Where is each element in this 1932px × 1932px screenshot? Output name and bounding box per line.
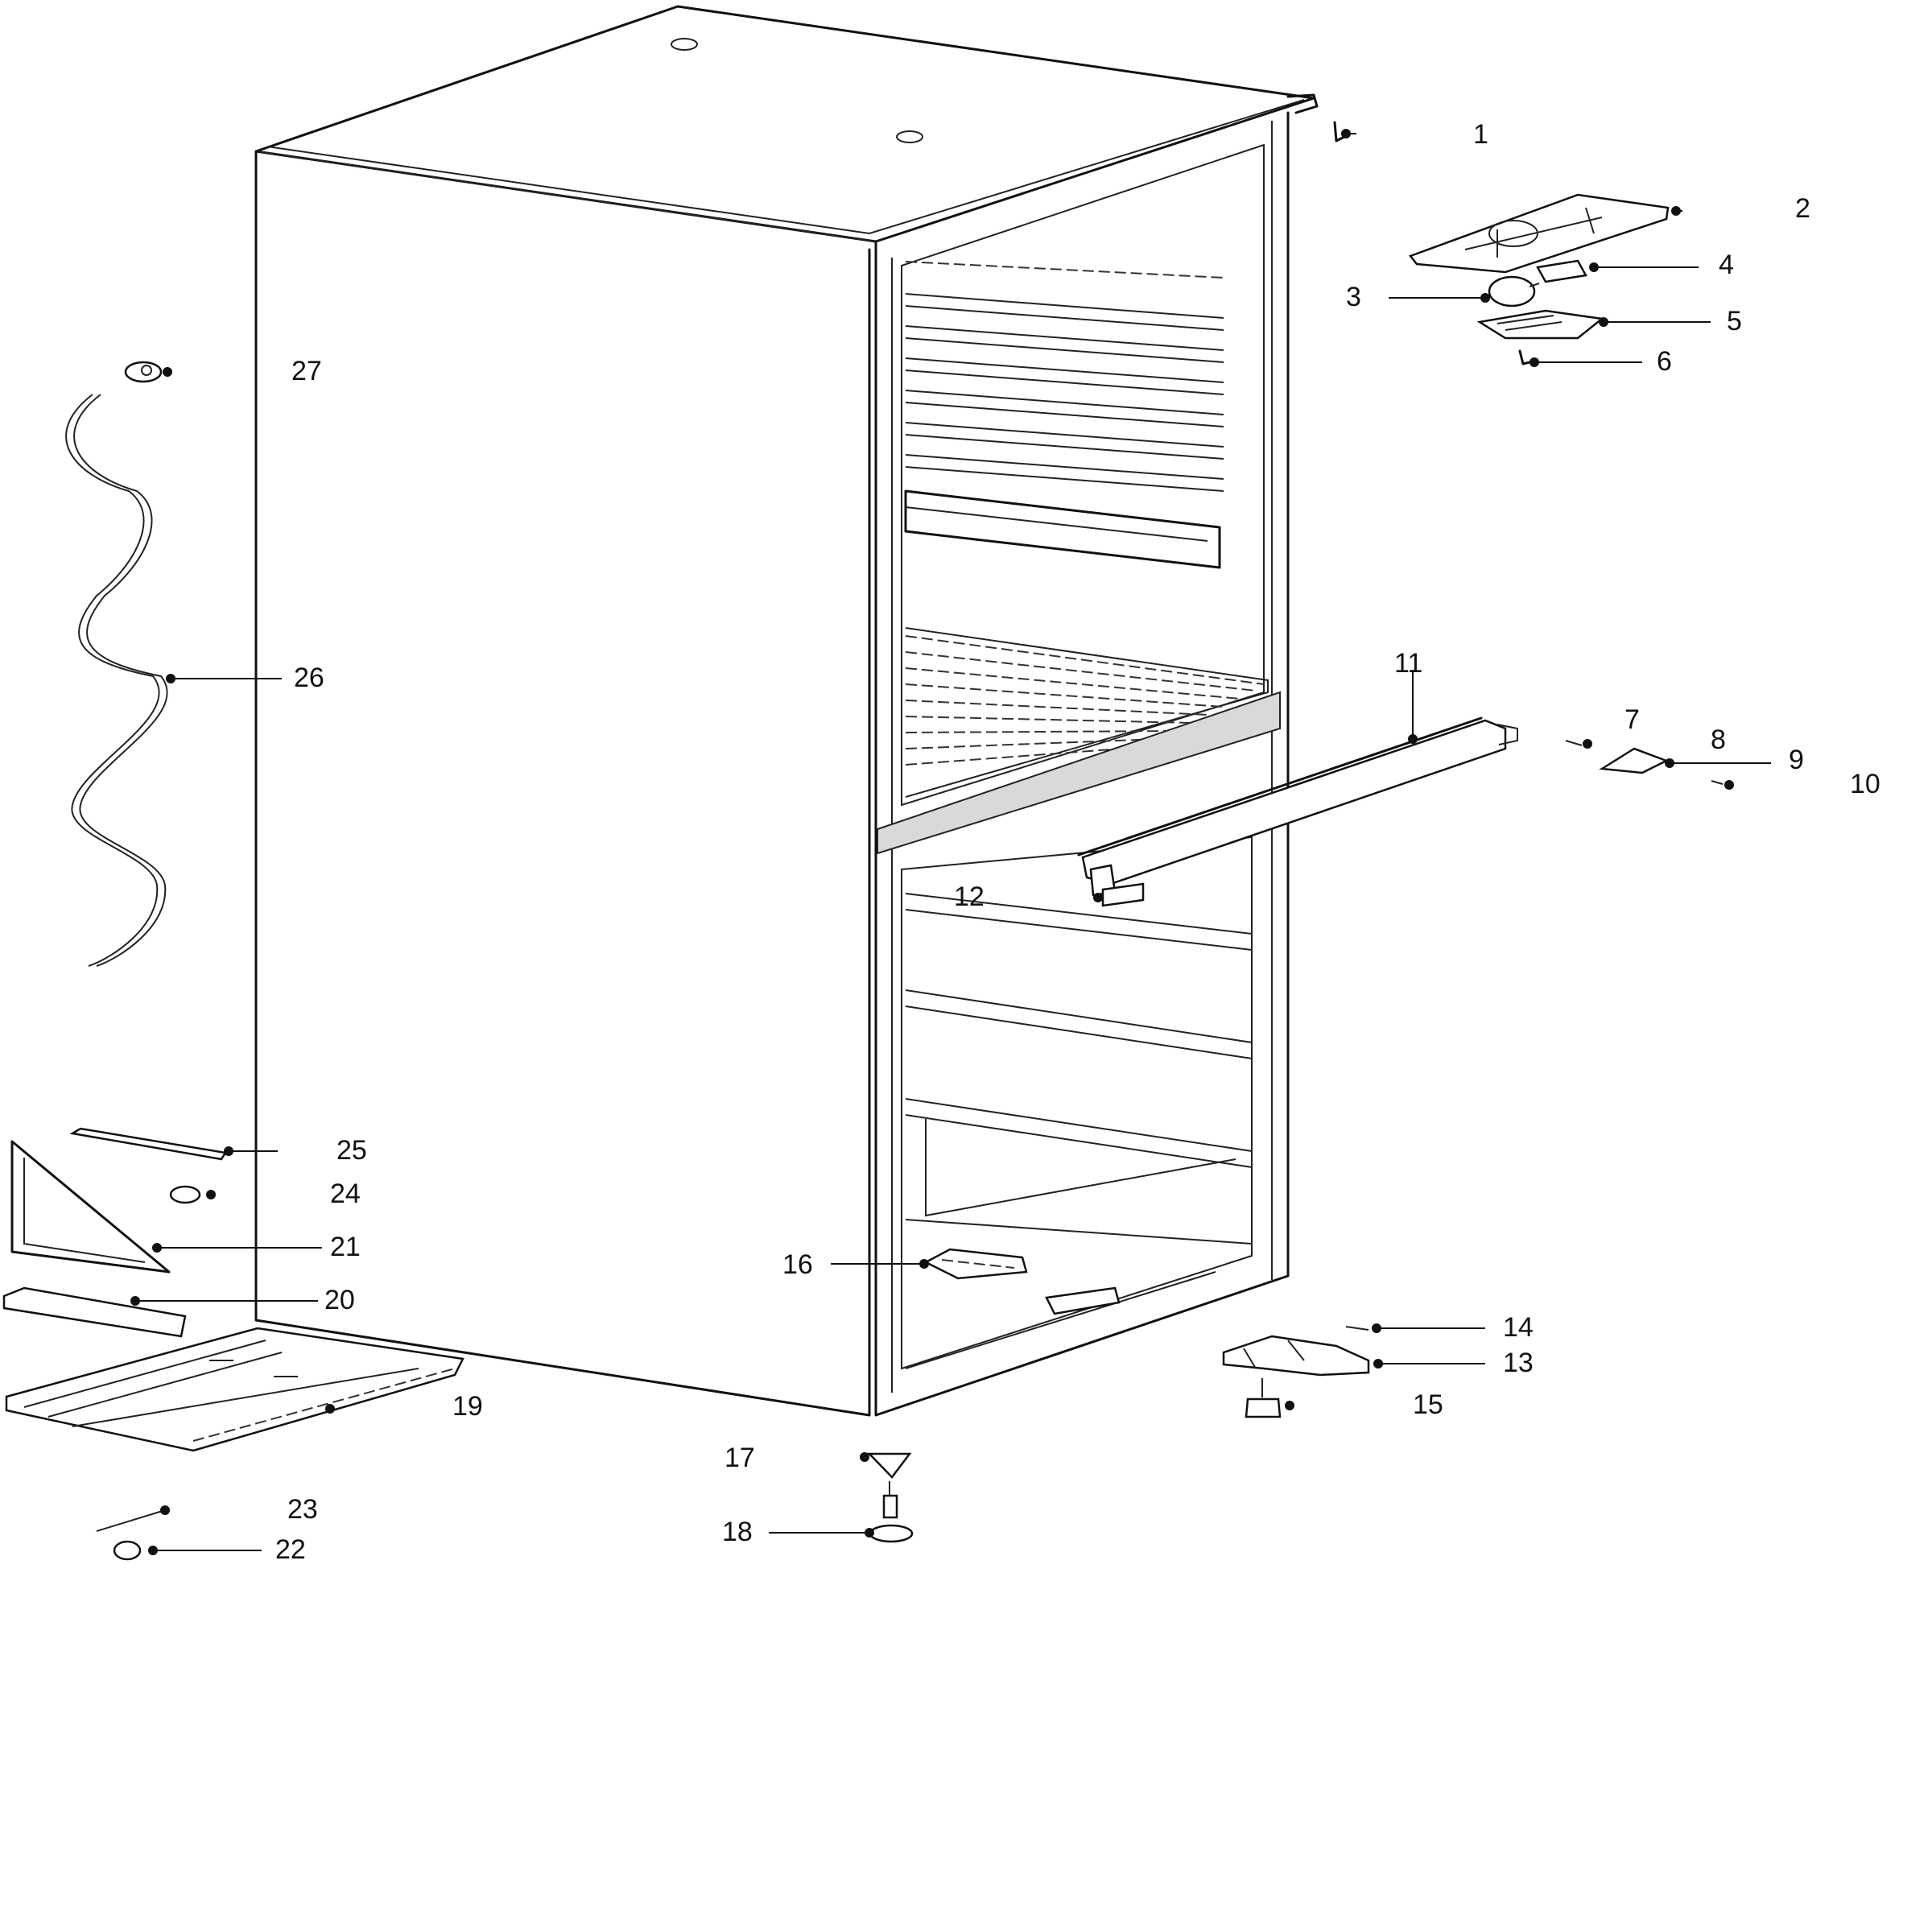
part-27-grommet (124, 361, 163, 383)
callout-12: 12 (954, 881, 985, 912)
part-22-nut (113, 1540, 142, 1561)
upper-compartment (877, 143, 1281, 855)
callout-23: 23 (287, 1494, 318, 1525)
part-18-leveling-foot (869, 1481, 914, 1543)
part-15-foot (1245, 1378, 1282, 1418)
lower-compartment (901, 836, 1253, 1370)
part-6-screw (1518, 349, 1531, 365)
callout-16: 16 (782, 1249, 813, 1280)
part-13-bottom-hinge (1222, 1335, 1370, 1377)
part-24-washer (169, 1185, 201, 1204)
part-26-tube (65, 394, 168, 967)
part-17-cap (867, 1452, 912, 1479)
cabinet-body (254, 5, 1319, 1417)
callout-2: 2 (1795, 193, 1810, 224)
callout-13: 13 (1503, 1348, 1534, 1378)
callout-9: 9 (1789, 745, 1804, 775)
callout-19: 19 (452, 1391, 483, 1422)
callout-labels: 1 2 3 4 5 6 7 8 9 10 11 12 13 14 15 16 1… (275, 119, 1880, 1565)
callout-25: 25 (336, 1135, 367, 1166)
callout-17: 17 (724, 1443, 755, 1473)
callout-11: 11 (1394, 648, 1422, 679)
callout-27: 27 (291, 356, 322, 386)
part-20-bar (2, 1286, 187, 1338)
callout-24: 24 (330, 1179, 361, 1209)
part-3-bulb (1488, 275, 1540, 308)
part-7-screw (1565, 740, 1583, 746)
part-14-screw (1345, 1326, 1369, 1331)
part-19-kick-plate (5, 1327, 464, 1452)
callout-6: 6 (1657, 346, 1672, 377)
part-1-clip (1333, 121, 1346, 142)
callout-3: 3 (1346, 282, 1361, 312)
callout-7: 7 (1624, 704, 1640, 735)
part-10-pin (1711, 780, 1724, 785)
part-16-vent (923, 1248, 1028, 1280)
callout-10: 10 (1850, 769, 1880, 799)
callout-22: 22 (275, 1534, 306, 1565)
callout-21: 21 (330, 1232, 361, 1262)
callout-14: 14 (1503, 1312, 1534, 1343)
part-9-hinge-bracket (1599, 747, 1670, 774)
part-23-screw (96, 1509, 166, 1532)
callout-4: 4 (1719, 250, 1734, 280)
callout-18: 18 (722, 1517, 753, 1547)
callout-15: 15 (1413, 1389, 1443, 1420)
callout-26: 26 (294, 663, 324, 693)
callout-5: 5 (1727, 306, 1742, 336)
part-21-bracket (10, 1140, 171, 1274)
callout-20: 20 (324, 1285, 355, 1315)
part-2-lamp-housing (1408, 193, 1670, 274)
part-5-switch-plate (1476, 309, 1605, 340)
part-25-strip (69, 1127, 228, 1161)
part-4-socket (1536, 259, 1587, 283)
leader-lines (130, 129, 1771, 1555)
callout-8: 8 (1711, 724, 1726, 755)
callout-1: 1 (1473, 119, 1488, 150)
